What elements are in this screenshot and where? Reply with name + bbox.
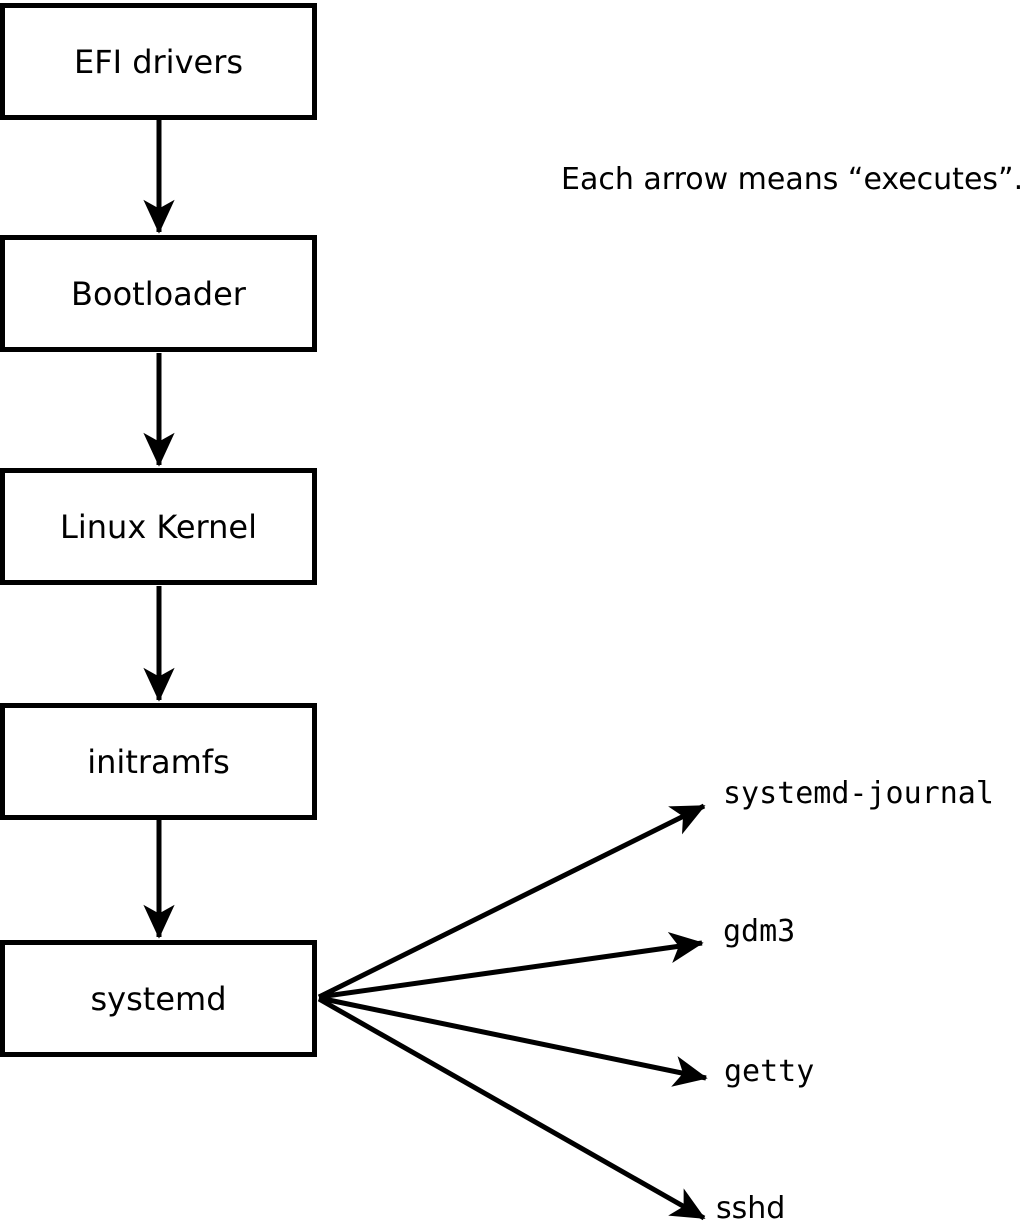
- box-systemd: systemd: [0, 940, 317, 1057]
- arrow-systemd-to-sshd: [317, 996, 706, 1221]
- process-label-getty: getty: [724, 1054, 815, 1089]
- box-label-bootloader: Bootloader: [71, 274, 246, 313]
- box-label-initramfs: initramfs: [87, 742, 230, 781]
- process-label-sshd: sshd: [716, 1191, 786, 1226]
- arrow-meaning-annotation: Each arrow means “executes”.: [561, 162, 1023, 197]
- box-label-systemd: systemd: [90, 979, 227, 1018]
- box-bootloader: Bootloader: [0, 235, 317, 352]
- arrow-systemd-to-getty: [318, 995, 708, 1087]
- arrow-systemd-to-gdm3: [318, 932, 704, 1000]
- box-linux-kernel: Linux Kernel: [0, 468, 317, 585]
- arrow-systemd-to-journal: [317, 803, 706, 1000]
- process-label-systemd-journal: systemd-journal: [723, 776, 994, 811]
- box-label-efi-drivers: EFI drivers: [73, 42, 244, 81]
- process-label-gdm3: gdm3: [723, 914, 796, 949]
- box-initramfs: initramfs: [0, 703, 317, 820]
- box-label-linux-kernel: Linux Kernel: [60, 507, 257, 546]
- box-efi-drivers: EFI drivers: [0, 3, 317, 120]
